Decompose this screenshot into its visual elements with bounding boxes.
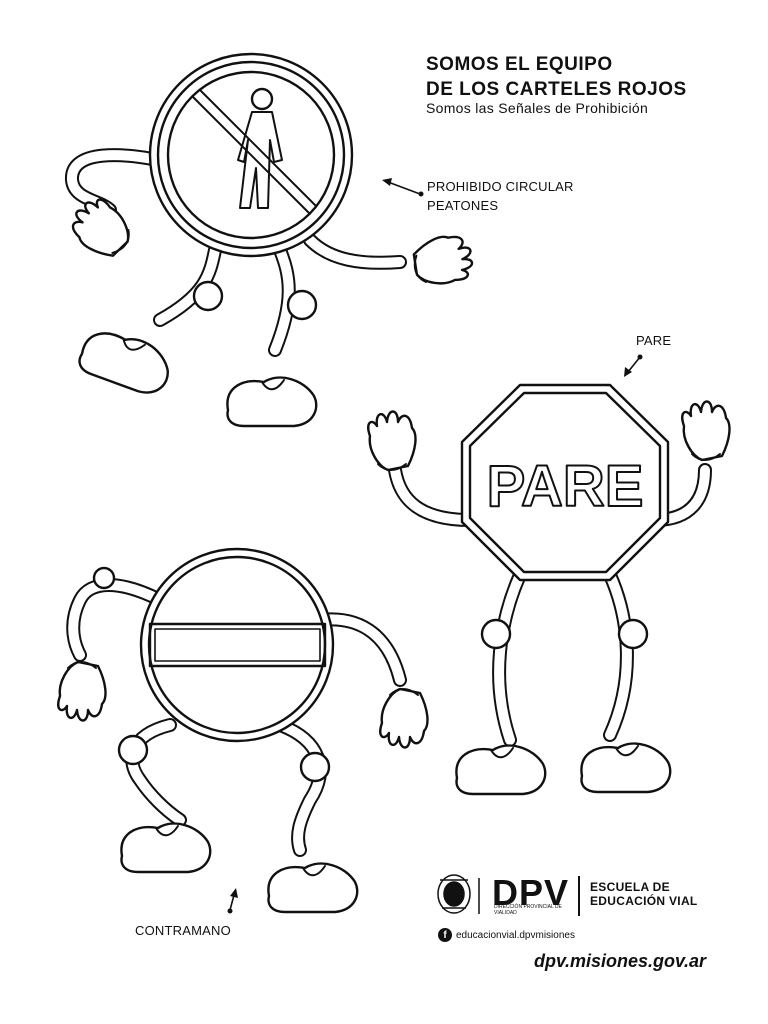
page-title: SOMOS EL EQUIPO DE LOS CARTELES ROJOS: [426, 52, 687, 102]
caption-prohibido-line-1: PROHIBIDO CIRCULAR: [427, 179, 574, 194]
title-line-2: DE LOS CARTELES ROJOS: [426, 79, 687, 100]
figure-prohibido-peatones: [62, 52, 480, 428]
caption-pare: PARE: [636, 333, 672, 348]
figure-pare: PARE: [367, 383, 731, 796]
pare-sign-text: PARE: [487, 454, 644, 519]
arrow-prohibido: [382, 178, 424, 197]
provincial-emblem-logo: [437, 874, 471, 914]
footer-divider-2: [578, 876, 580, 916]
figure-contramano: [57, 547, 429, 914]
arrow-pare: [624, 354, 643, 377]
caption-prohibido-line-2: PEATONES: [427, 198, 499, 213]
caption-contramano: CONTRAMANO: [135, 923, 231, 938]
facebook-link[interactable]: f educacionvial.dpvmisiones: [438, 927, 575, 943]
escuela-line-1: ESCUELA DE: [590, 880, 670, 894]
caption-prohibido: PROHIBIDO CIRCULAR PEATONES: [427, 177, 574, 215]
escuela-label: ESCUELA DE EDUCACIÓN VIAL: [590, 880, 698, 908]
arrow-contramano: [227, 888, 238, 914]
dpv-logo-text: DPV: [492, 872, 570, 913]
facebook-handle: educacionvial.dpvmisiones: [456, 929, 575, 941]
escuela-line-2: EDUCACIÓN VIAL: [590, 894, 698, 908]
website-link[interactable]: dpv.misiones.gov.ar: [534, 951, 707, 971]
footer-brand: DPV DIRECCIÓN PROVINCIAL DE VIALIDAD ESC…: [432, 872, 732, 920]
page-subtitle: Somos las Señales de Prohibición: [426, 100, 649, 116]
title-line-1: SOMOS EL EQUIPO: [426, 54, 613, 75]
dpv-subtitle: DIRECCIÓN PROVINCIAL DE VIALIDAD: [494, 904, 562, 916]
facebook-icon: f: [438, 928, 452, 942]
